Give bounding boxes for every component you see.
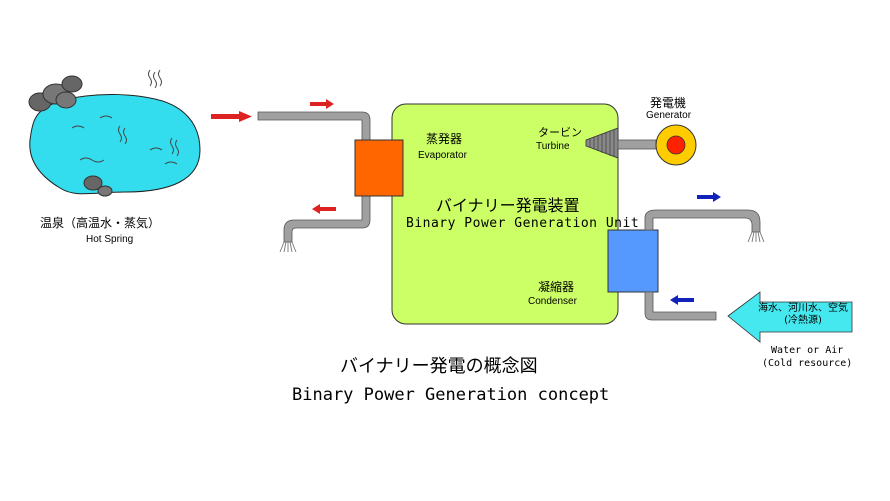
caption-title-jp: バイナリー発電の概念図 <box>340 356 538 377</box>
cold-water-pipe <box>644 209 761 321</box>
unit-label-jp: バイナリー発電装置 <box>436 196 580 215</box>
cold-flow-right-arrow-icon <box>697 192 721 202</box>
caption-title-en: Binary Power Generation concept <box>292 385 610 405</box>
discharge-spray-icon <box>279 241 297 253</box>
cold-source-arrow-text: 海水、河川水、空気 (冷熱源) <box>758 303 848 327</box>
rock <box>83 175 103 191</box>
hot-spring-illustration <box>28 69 201 197</box>
turbine-icon <box>585 127 657 159</box>
cold-source-label-en: Water or Air (Cold resource) <box>762 344 852 370</box>
cold-discharge-spray-icon <box>747 231 765 243</box>
rock <box>97 185 113 197</box>
evaporator-label-jp: 蒸発器 <box>426 132 463 146</box>
turbine-shaft <box>617 139 657 150</box>
turbine-label-en: Turbine <box>536 141 570 152</box>
condenser-label-jp: 凝縮器 <box>538 280 575 294</box>
rock <box>61 75 83 93</box>
cold-source-arrow-text-line2: (冷熱源) <box>784 315 822 326</box>
turbine-label-jp: タービン <box>538 127 582 139</box>
steam-wave-icon <box>71 69 179 165</box>
cold-source-label-en-line2: (Cold resource) <box>762 358 853 369</box>
cold-source-arrow-icon <box>727 291 853 343</box>
unit-label-en: Binary Power Generation Unit <box>406 216 640 231</box>
condenser-label-en: Condenser <box>528 296 577 307</box>
cold-flow-left-arrow-icon <box>670 295 694 305</box>
generator-label-en: Generator <box>646 110 692 121</box>
rock <box>55 91 77 109</box>
hot-flow-left-arrow-icon <box>312 204 336 214</box>
hot-inflow-arrow-icon <box>211 111 252 122</box>
generator-icon <box>655 124 697 166</box>
hot-spring-label-en: Hot Spring <box>86 234 134 245</box>
hot-spring-label-jp: 温泉（高温水・蒸気） <box>40 216 161 230</box>
evaporator-label-en: Evaporator <box>418 150 467 161</box>
cold-source-label-en-line1: Water or Air <box>771 345 844 356</box>
evaporator-block <box>354 139 404 197</box>
condenser-block <box>607 229 659 293</box>
hot-water-pipe <box>257 111 371 243</box>
generator-label-jp: 発電機 <box>650 96 687 110</box>
hot-flow-right-arrow-icon <box>310 99 334 109</box>
hot-spring-water <box>29 93 201 195</box>
cold-source-arrow-text-line1: 海水、河川水、空気 <box>758 303 848 314</box>
binary-unit-box <box>391 103 619 325</box>
